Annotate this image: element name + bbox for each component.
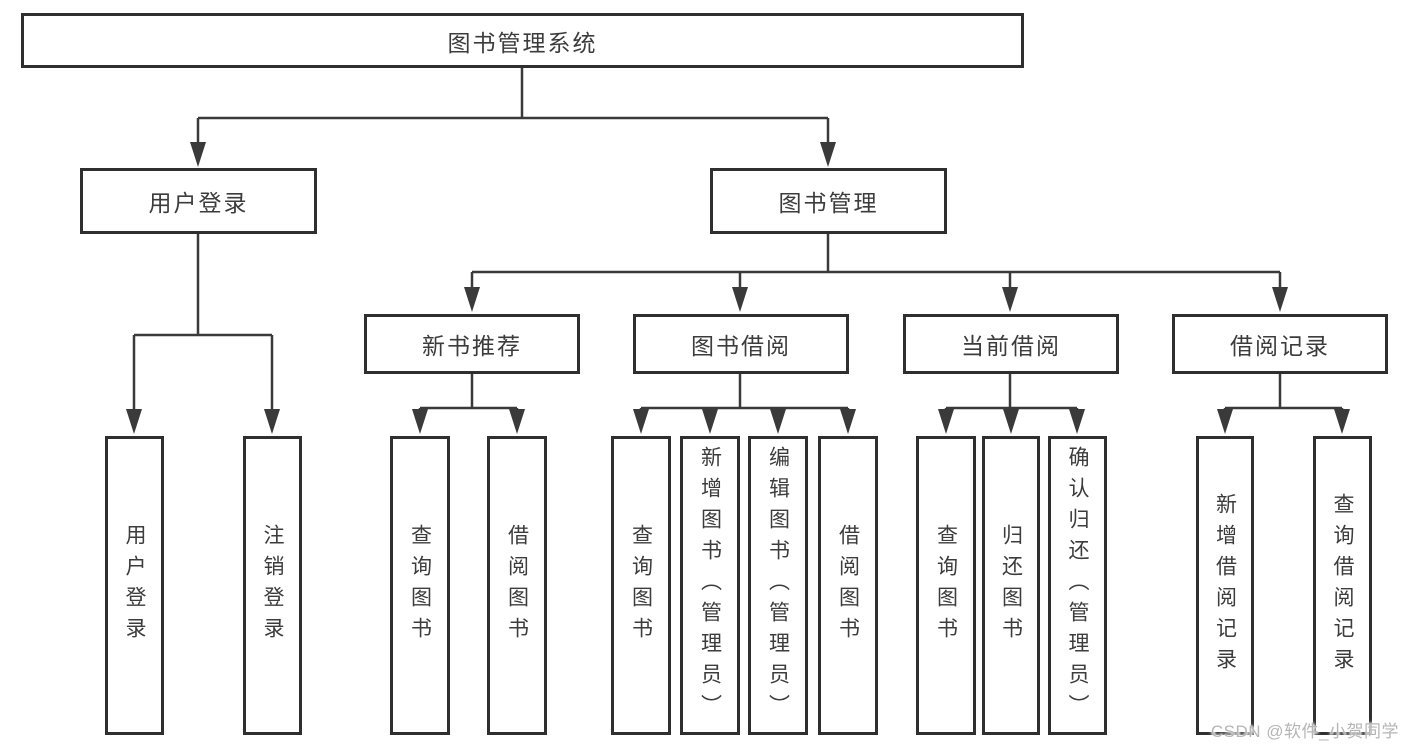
arrowhead [820,142,836,167]
arrowhead [702,409,718,434]
leaf-logout: 注销登录 [243,436,302,735]
connector-bookmgmt-to-level3 [470,234,1282,289]
connector-records-to-leaves [1223,374,1344,412]
leaf-label: 新增图书（管理员） [698,446,722,725]
connector-newbook-to-leaves [418,374,519,412]
arrowhead [1069,409,1085,434]
node-new-book-recommendation: 新书推荐 [364,314,580,374]
node-book-borrowing: 图书借阅 [633,314,849,374]
arrowhead [264,409,280,434]
arrowhead [770,409,786,434]
connector-borrow-to-leaves [639,374,850,412]
connector-root-to-level2 [196,67,830,144]
csdn-watermark: CSDN @软件_小贺同学 [1210,722,1399,741]
arrowhead [840,409,856,434]
arrowhead [412,409,428,434]
node-book-management-system: 图书管理系统 [21,13,1024,68]
arrowhead [1003,409,1019,434]
leaf-label: 归还图书 [999,523,1023,648]
node-label: 图书管理系统 [447,29,598,56]
arrowhead [464,287,480,312]
leaf-label: 新增借阅记录 [1213,492,1237,679]
leaf-label: 确认归还（管理员） [1066,446,1089,725]
arrowhead [1334,409,1350,434]
arrowhead [1217,409,1233,434]
node-label: 借阅记录 [1230,333,1330,359]
leaf-user-login: 用户登录 [105,436,164,735]
leaf-label: 注销登录 [261,523,284,648]
leaf-query-books-recommend: 查询图书 [390,436,450,735]
leaf-borrow-books: 借阅图书 [818,436,878,735]
connector-current-to-leaves [944,374,1079,412]
arrowhead [938,409,954,434]
leaf-label: 查询图书 [408,523,432,648]
leaf-query-books-borrow: 查询图书 [611,436,671,735]
arrowhead [190,142,206,167]
node-book-management-branch: 图书管理 [710,168,947,234]
leaf-query-borrow-record: 查询借阅记录 [1313,436,1372,735]
leaf-edit-books-admin: 编辑图书（管理员） [748,436,808,735]
leaf-label: 查询图书 [629,523,653,648]
arrowhead [509,409,525,434]
arrowhead [1002,287,1018,312]
leaf-confirm-return-admin: 确认归还（管理员） [1048,436,1107,735]
arrowheads [126,142,1350,434]
arrowhead [126,409,142,434]
node-label: 当前借阅 [961,333,1061,359]
leaf-label: 编辑图书（管理员） [766,446,790,725]
leaf-label: 查询图书 [934,523,958,648]
leaf-borrow-books-recommend: 借阅图书 [487,436,547,735]
node-label: 用户登录 [148,190,249,216]
node-current-borrowing: 当前借阅 [903,314,1119,374]
node-label: 图书借阅 [691,333,791,359]
node-borrowing-records: 借阅记录 [1172,314,1388,374]
node-label: 图书管理 [778,190,879,216]
leaf-label: 查询借阅记录 [1331,492,1354,679]
leaf-add-borrow-record: 新增借阅记录 [1196,436,1254,735]
arrowhead [1272,287,1288,312]
leaf-label: 用户登录 [123,523,146,648]
leaf-return-books: 归还图书 [982,436,1040,735]
leaf-query-books-current: 查询图书 [916,436,976,735]
arrowhead [732,287,748,312]
leaf-label: 借阅图书 [505,523,529,648]
node-label: 新书推荐 [422,333,522,359]
leaf-label: 借阅图书 [836,523,860,648]
leaf-add-books-admin: 新增图书（管理员） [680,436,740,735]
arrowhead [633,409,649,434]
connector-userlogin-to-leaves [132,234,274,411]
node-user-login-branch: 用户登录 [80,168,317,234]
